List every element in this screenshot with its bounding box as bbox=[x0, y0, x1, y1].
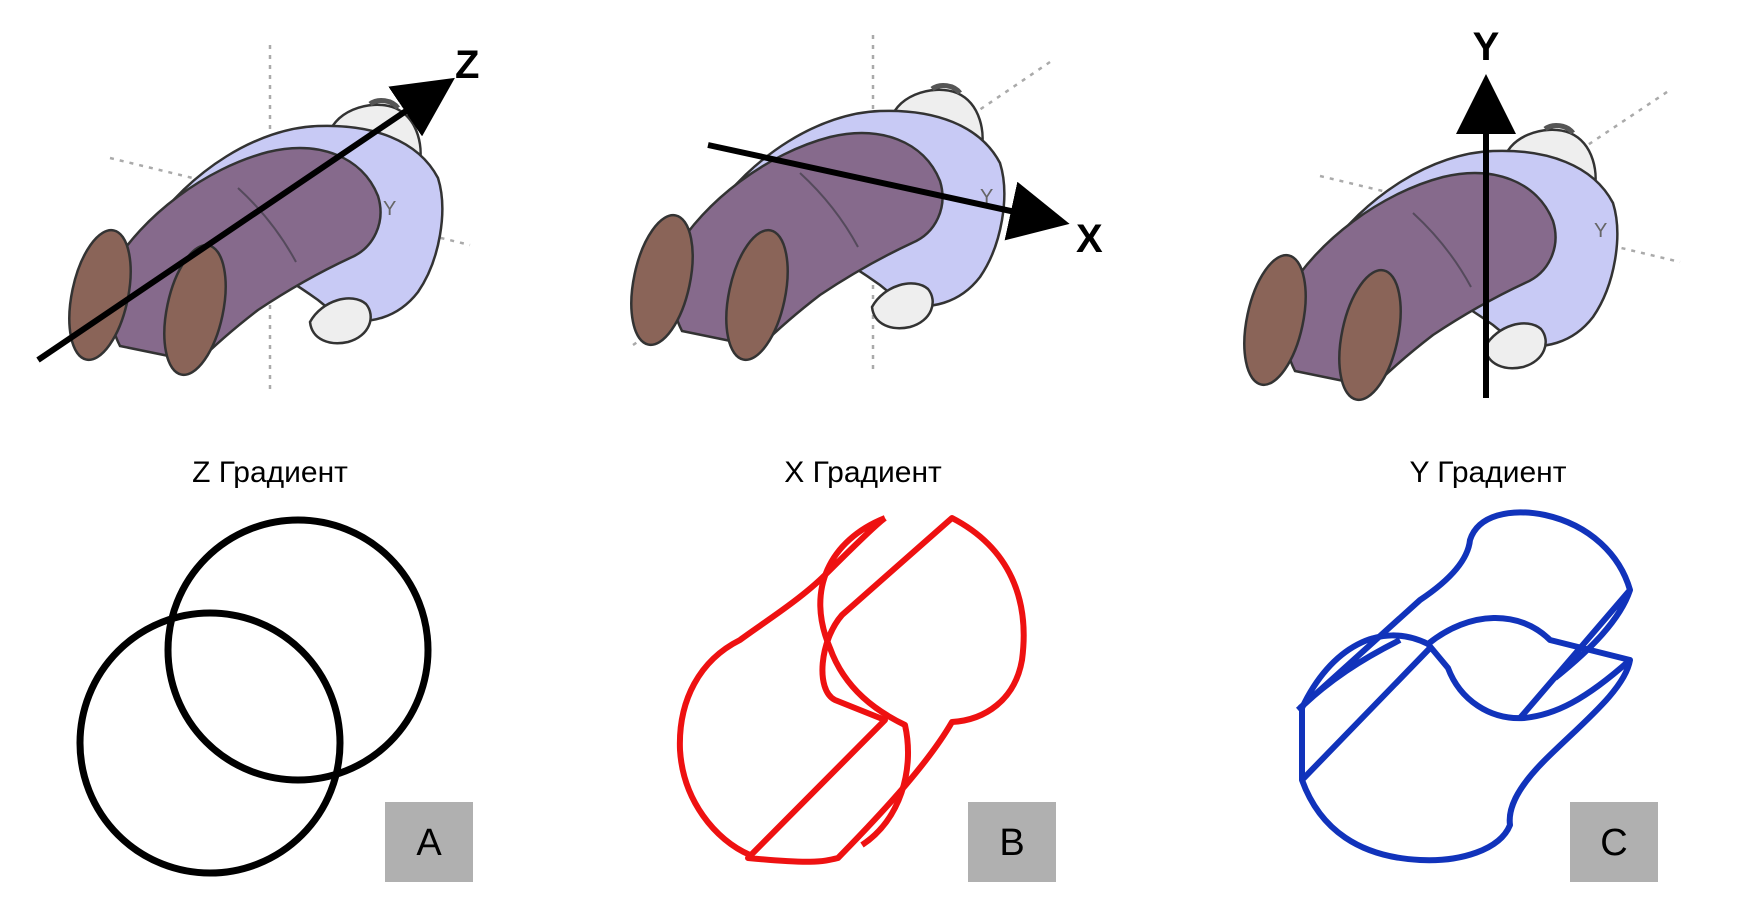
patient-figure bbox=[1234, 126, 1617, 406]
guide-horizontal bbox=[1319, 174, 1681, 264]
panel-title: X Градиент bbox=[784, 456, 942, 489]
gradient-curve bbox=[164, 516, 432, 784]
gradient-curve bbox=[1295, 509, 1633, 783]
panel-title: Y Градиент bbox=[1410, 456, 1567, 489]
body-y-label: Y bbox=[383, 198, 396, 220]
panel-z: Y Z Z Градиент A bbox=[36, 43, 479, 882]
body-y-label: Y bbox=[1594, 220, 1607, 242]
gradient-curve bbox=[745, 515, 1027, 865]
label-badge bbox=[1570, 802, 1658, 882]
axis-label: Y bbox=[1473, 25, 1500, 69]
badge-text: B bbox=[999, 822, 1024, 864]
guide-horizontal bbox=[109, 156, 471, 247]
panel-x: Y X X Градиент B bbox=[621, 35, 1103, 882]
panel-title: Z Градиент bbox=[192, 456, 348, 489]
patient-figure bbox=[59, 101, 442, 381]
gradient-curve bbox=[1299, 632, 1633, 864]
axis-label: Z bbox=[455, 43, 479, 87]
patient-figure bbox=[621, 86, 1004, 366]
gradient-curve bbox=[76, 609, 344, 877]
badge-text: A bbox=[416, 822, 442, 864]
axis-label: X bbox=[1076, 217, 1103, 261]
gradient-curve bbox=[676, 515, 911, 858]
x-axis-arrow bbox=[707, 142, 1070, 241]
label-badge bbox=[968, 802, 1056, 882]
badge-text: C bbox=[1600, 822, 1627, 864]
label-badge bbox=[385, 802, 473, 882]
panel-y: Y Y Y Градиент C bbox=[1234, 25, 1681, 882]
z-axis-arrow bbox=[36, 77, 455, 363]
